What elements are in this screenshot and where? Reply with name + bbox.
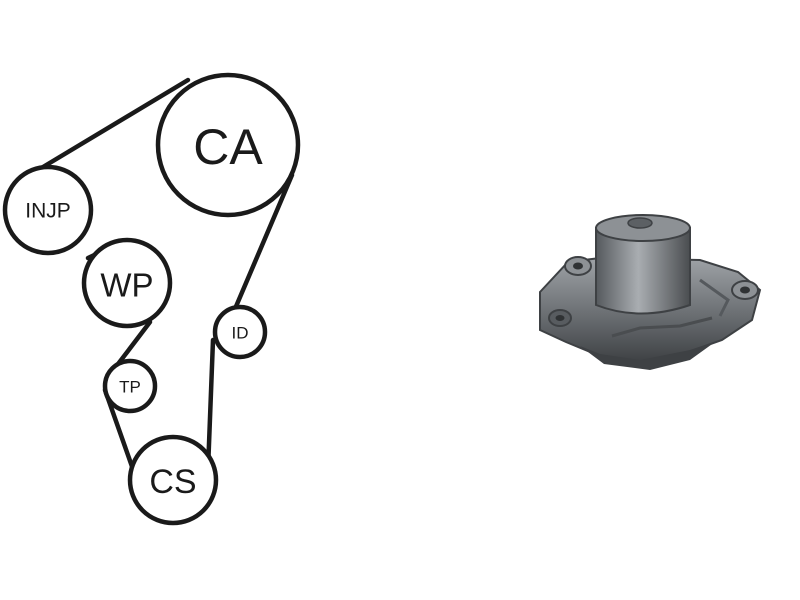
pulley-wp: WP [81, 237, 173, 329]
bolt-hole-left [573, 262, 583, 270]
belt-segment-id-cs [205, 337, 216, 473]
pulley-ca-label: CA [193, 119, 263, 175]
pulley-injp: INJP [2, 164, 94, 256]
belt-segment-tp-wp [112, 319, 153, 371]
housing-rib-right [699, 278, 730, 317]
pump-cylinder [595, 227, 691, 315]
pulley-wp-label: WP [100, 267, 153, 304]
bolt-hole-front [555, 315, 565, 321]
pulley-tp-label: TP [119, 378, 141, 397]
pulley-cs-circle [127, 434, 219, 526]
belt-segment-injp-ca [35, 77, 191, 173]
pulley-cs: CS [127, 434, 219, 526]
pump-shaft [627, 217, 653, 229]
pulley-injp-circle [2, 164, 94, 256]
pulley-ca: CA [155, 72, 301, 218]
bolt-hole-right [740, 286, 750, 294]
pulley-id-label: ID [232, 324, 249, 343]
pulley-ca-circle [155, 72, 301, 218]
pulley-injp-label: INJP [25, 200, 71, 223]
belt-segment-ca-id [223, 172, 295, 333]
pulley-id-circle [212, 304, 268, 360]
water-pump-image [539, 214, 762, 370]
housing-rib [611, 316, 713, 338]
pulley-cs-label: CS [149, 463, 196, 501]
pulley-tp: TP [102, 358, 158, 414]
pump-underside [580, 342, 715, 370]
pulley-tp-circle [102, 358, 158, 414]
pulley-wp-circle [81, 237, 173, 329]
pulley-id: ID [212, 304, 268, 360]
